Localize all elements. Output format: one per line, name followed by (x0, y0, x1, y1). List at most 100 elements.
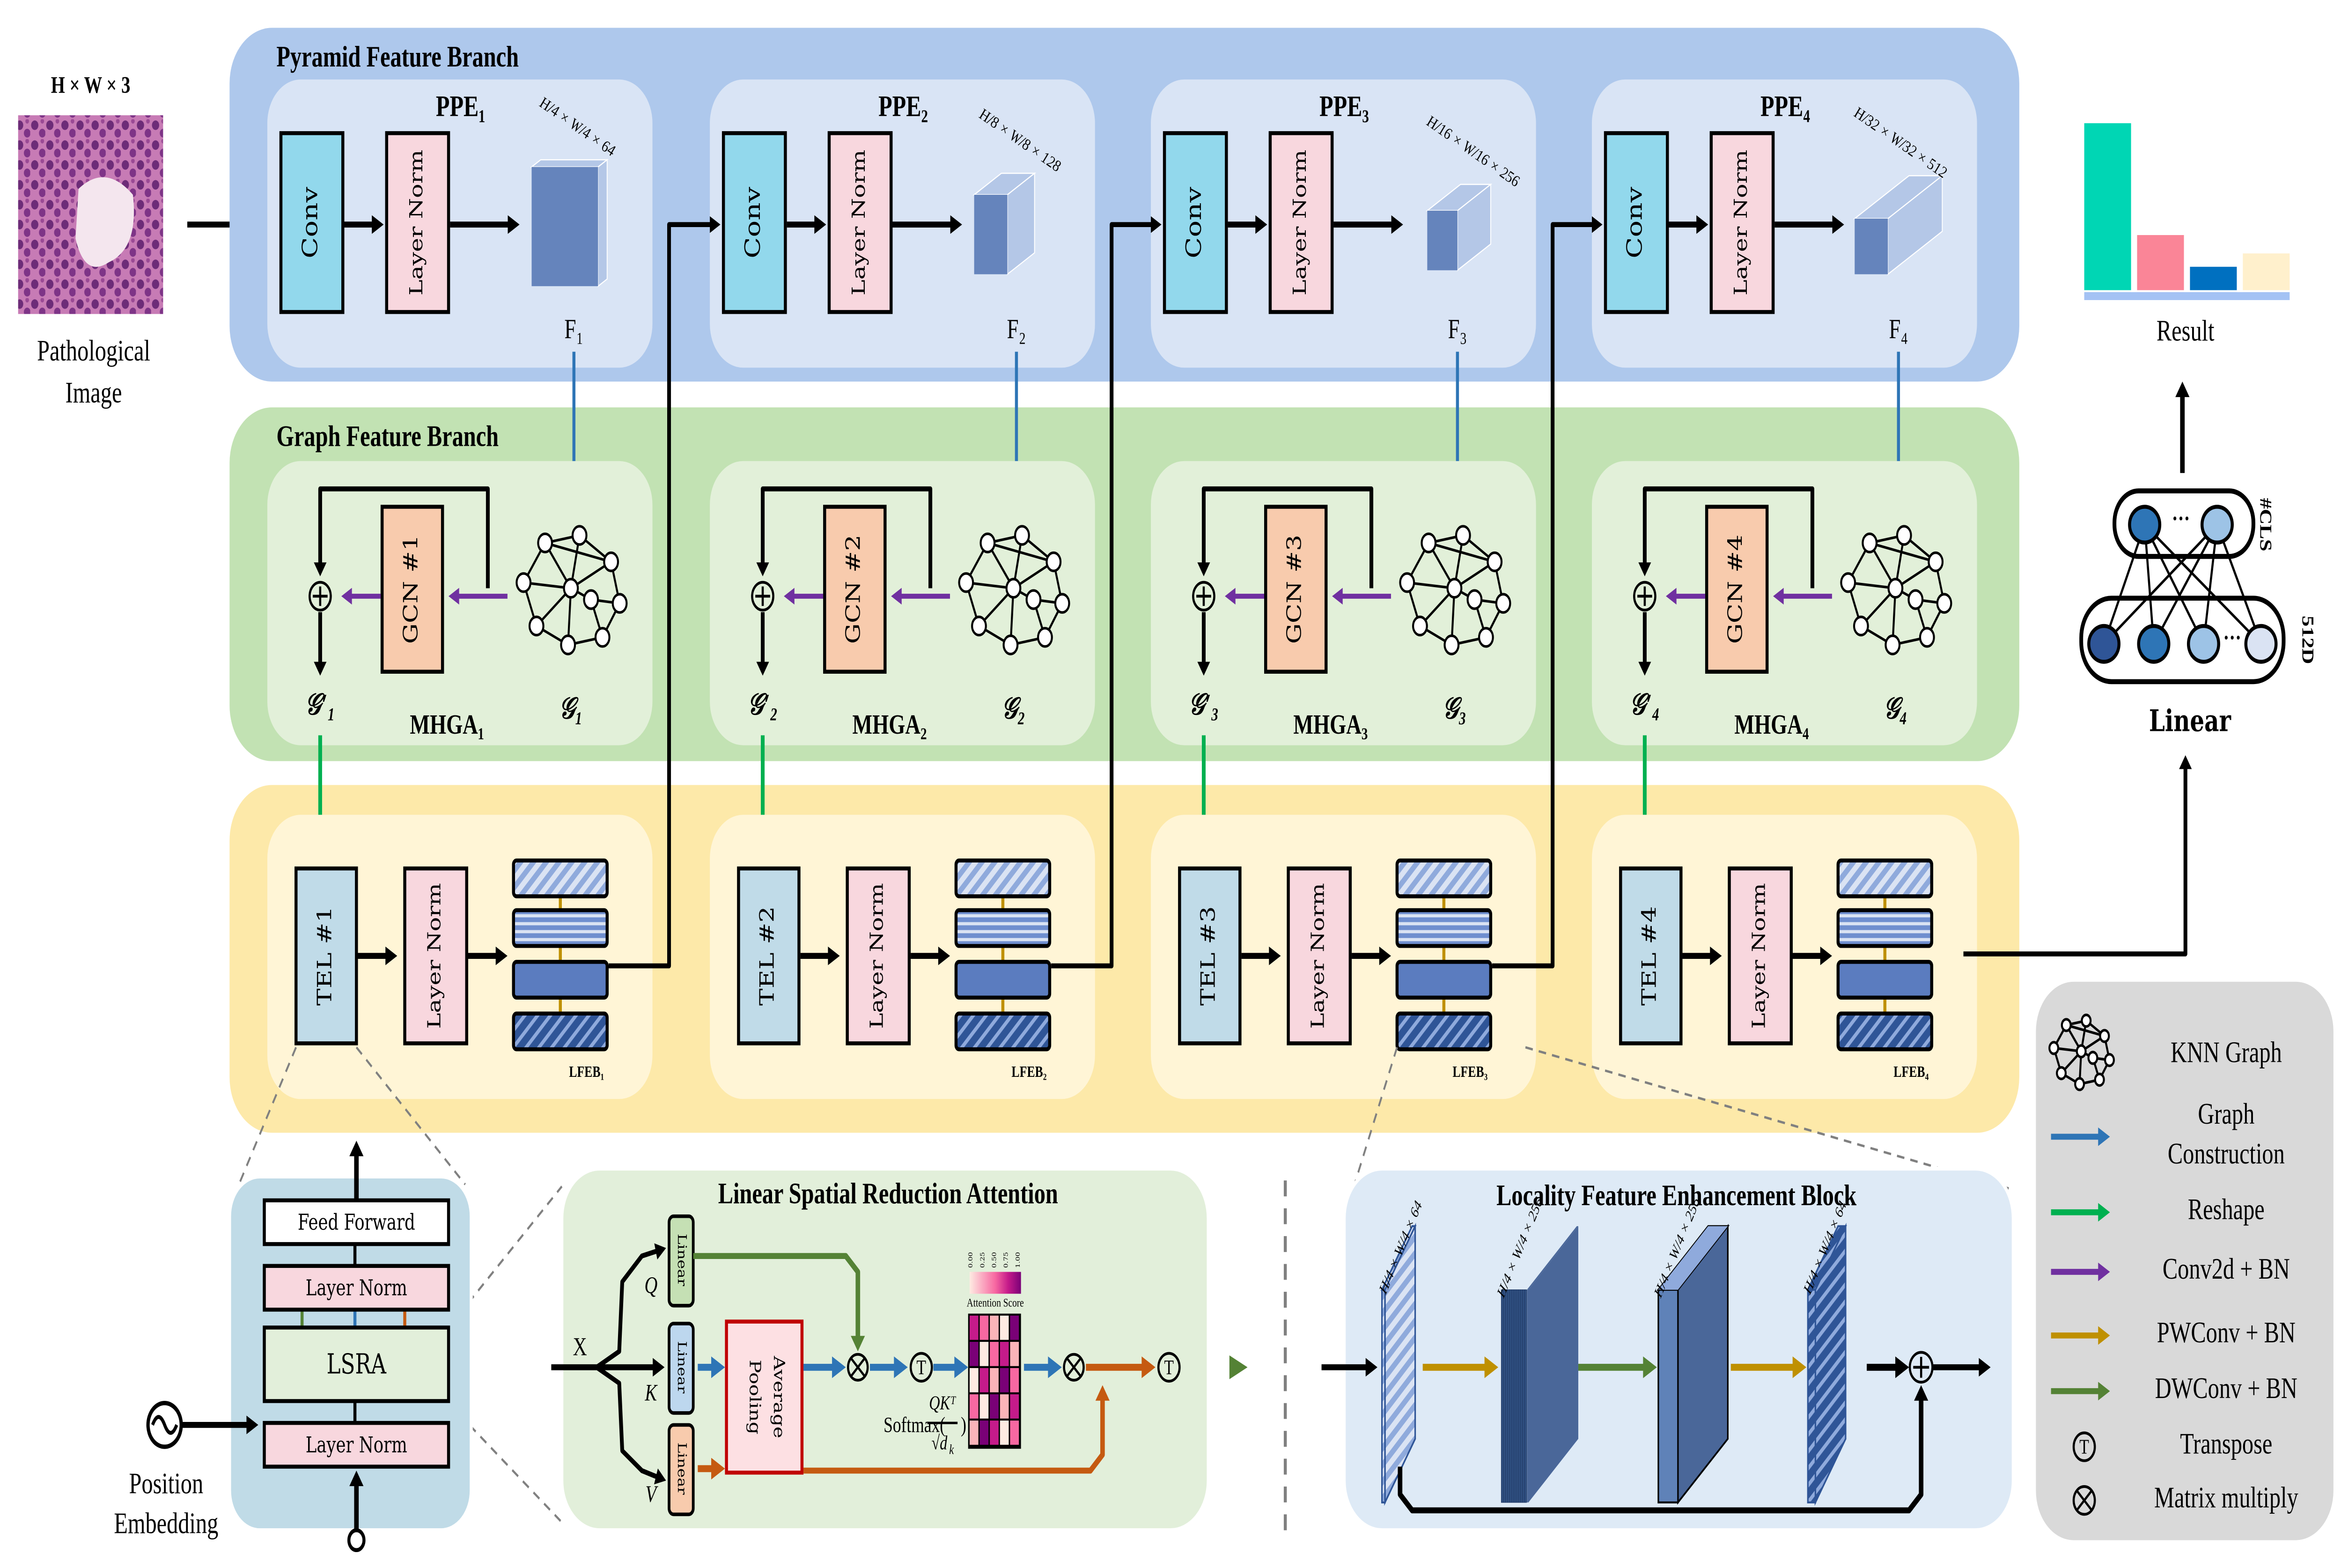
box (1619, 866, 1683, 1045)
graph-label: 𝒢₁ (559, 692, 583, 725)
q-arrow (693, 1253, 865, 1352)
conv-block-label: Conv (1623, 187, 1647, 258)
knn-graph-icon (515, 525, 628, 655)
conv2d-bn-arrow (1332, 588, 1391, 605)
graph-edge (966, 581, 1014, 590)
layer-norm-block: Layer Norm (385, 131, 450, 314)
arrow (870, 1356, 908, 1378)
graph-label: 𝒢₄ (1884, 692, 1907, 725)
box (846, 866, 911, 1045)
plus-mark (1196, 586, 1211, 606)
graph-node (1928, 551, 1944, 573)
circle-outline (909, 1352, 933, 1383)
box (403, 866, 468, 1045)
graph-node (1455, 525, 1471, 546)
graph-node (1887, 578, 1904, 599)
box (668, 1214, 695, 1308)
circle-outline (1157, 1352, 1181, 1383)
box (668, 1423, 695, 1516)
lfeb-stack (954, 858, 1052, 1052)
feed-forward-block-label: Feed Forward (298, 1210, 415, 1235)
arrow-shaft (318, 486, 490, 589)
result-bar (2137, 235, 2184, 290)
arrow-head (508, 215, 520, 234)
matrix-multiply-icon (847, 1353, 869, 1382)
arrow-head (372, 215, 384, 234)
layer-norm-block-label: Layer Norm (1730, 150, 1751, 295)
graph-node (1037, 627, 1053, 648)
legend-arrow-icon (2051, 1203, 2110, 1222)
channel-slice (1501, 1289, 1504, 1503)
input-caption: Image (66, 376, 122, 409)
layer-norm-block-label: Layer Norm (848, 150, 869, 295)
arrow-head (1151, 216, 1162, 233)
arrow (1682, 946, 1722, 965)
box (263, 1325, 450, 1403)
graph-node (1054, 593, 1070, 614)
conv-block: Conv (1604, 131, 1669, 314)
slab-top-highlight (1658, 1226, 1728, 1290)
graph-node (1862, 532, 1878, 553)
feature-vector-group (2079, 596, 2286, 685)
arrow-shaft (693, 1253, 861, 1339)
lsra-detail: Linear Spatial Reduction AttentionXLinea… (551, 1166, 1248, 1532)
arrow (1669, 215, 1708, 234)
graph-node (2056, 1066, 2067, 1081)
legend-arrow-icon (2051, 1326, 2110, 1345)
position-embedding-label: Embedding (114, 1507, 218, 1540)
arrow-head (1792, 1356, 1807, 1378)
arrow (314, 612, 327, 676)
arrow-shaft (1201, 486, 1374, 589)
result-label: Result (2157, 315, 2215, 348)
layer-norm-block: Layer Norm (1709, 131, 1775, 314)
result-arrow (2175, 381, 2190, 473)
arrow (911, 946, 950, 965)
legend-label: Construction (2168, 1138, 2285, 1170)
feature-label: F₂ (1007, 314, 1026, 345)
lfeb-title: Locality Feature Enhancement Block (1496, 1179, 1856, 1212)
heatmap-cell (990, 1315, 999, 1340)
layer-norm-block-label: Layer Norm (866, 883, 887, 1029)
tissue-lumen (75, 177, 134, 267)
graph-node (560, 634, 576, 655)
graph-node (1495, 593, 1511, 614)
dwconv-arrow (1578, 1356, 1657, 1378)
conv2d-bn-arrow (1773, 588, 1832, 605)
lfeb-stack (1836, 858, 1934, 1052)
arrow-head (654, 1243, 666, 1260)
gcn-block: GCN #2 (823, 505, 887, 674)
arrow (1228, 215, 1267, 234)
cube-top (530, 159, 609, 168)
layer-norm-block: Layer Norm (846, 866, 911, 1045)
heatmap-cell (990, 1421, 999, 1445)
tel-block: TEL #3 (1178, 866, 1242, 1045)
conv-block-label: Conv (298, 187, 323, 258)
linear-label: Linear (2149, 704, 2231, 738)
tel-block-label: TEL #1 (313, 906, 336, 1006)
cube-side (597, 159, 608, 287)
mhga-panel (1592, 461, 1977, 745)
arrow-head (851, 1336, 865, 1352)
graph-node (1853, 615, 1869, 637)
feature-map-cube (1425, 183, 1493, 272)
gcn-block-label: GCN #1 (399, 535, 422, 644)
plus-mark (1913, 1357, 1929, 1378)
graph-edge (1869, 541, 1936, 563)
arrow-head (1365, 1358, 1377, 1377)
pwconv-arrow (1730, 1356, 1807, 1378)
graph-node (1466, 589, 1483, 610)
graph-node (1896, 525, 1912, 546)
lfeb-layer (1395, 858, 1493, 898)
mhga-panel (710, 461, 1095, 745)
heatmap-cell (990, 1394, 999, 1419)
v-path-arrow (803, 1385, 1110, 1474)
gcn-block-label: GCN #2 (842, 535, 865, 644)
graph-node (528, 615, 545, 637)
